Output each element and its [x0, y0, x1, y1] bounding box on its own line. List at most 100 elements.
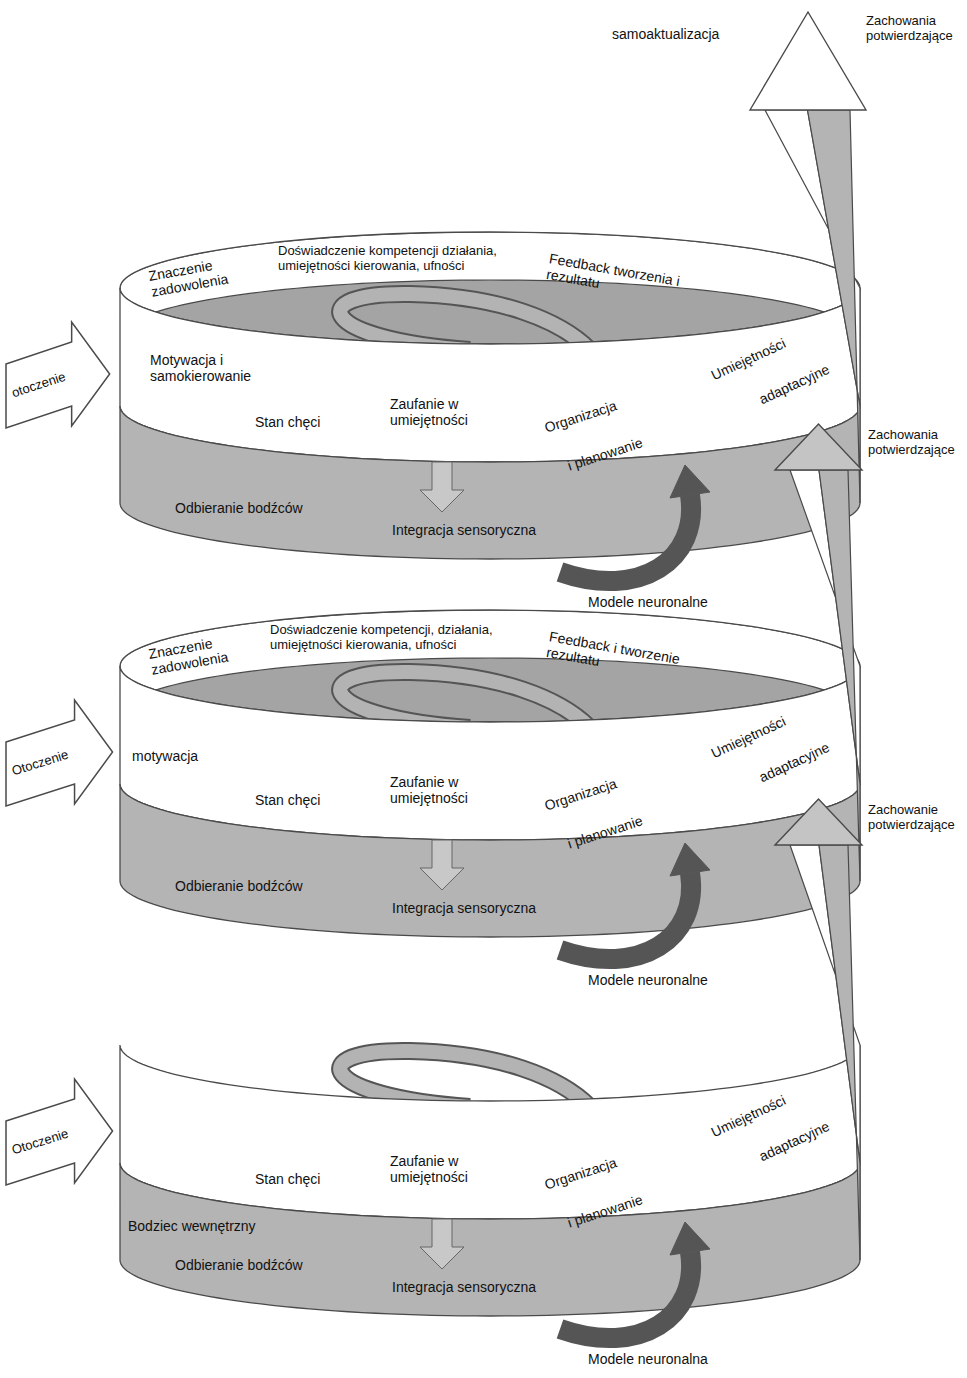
spiral-label: Stan chęci: [255, 792, 320, 808]
spiral-label: motywacja: [132, 748, 198, 764]
spiral-label: Umiejętności: [709, 1092, 788, 1140]
spiral-label: i planowanie: [566, 1191, 645, 1230]
spiral-label: Odbieranie bodźców: [175, 1257, 303, 1273]
label-text: motywacja: [132, 748, 198, 764]
ribbon-inner: [120, 232, 860, 344]
ribbon-front-lower: [120, 406, 860, 559]
environment-arrow-outline: [6, 1079, 113, 1185]
spiral-label: Feedback i tworzenie rezultatu: [545, 628, 698, 686]
label-text: Umiejętności: [709, 713, 788, 761]
label-text: Zaufanie w umiejętności: [390, 396, 468, 428]
spiral-label: Zaufanie w umiejętności: [390, 396, 520, 428]
spiral-label: i planowanie: [566, 812, 645, 851]
spiral-label: Odbieranie bodźców: [175, 878, 303, 894]
label-text: Doświadczenie kompetencji, działania, um…: [270, 622, 493, 652]
label-text: Zaufanie w umiejętności: [390, 1153, 468, 1185]
spiral-label: Znaczenie zadowolenia: [147, 251, 251, 300]
spiral-label: Bodziec wewnętrzny: [128, 1218, 256, 1234]
spiral-label: Modele neuronalne: [588, 594, 708, 610]
spiral-label: Zaufanie w umiejętności: [390, 1153, 520, 1185]
label-text: Odbieranie bodźców: [175, 1257, 303, 1273]
spiral-loop: [120, 610, 860, 959]
spiral-label: adaptacyjne: [757, 361, 832, 408]
label-text: Modele neuronalna: [588, 1351, 708, 1367]
label-text: Znaczenie zadowolenia: [147, 635, 229, 678]
spiral-label: Integracja sensoryczna: [392, 522, 536, 538]
spiral-label: Odbieranie bodźców: [175, 500, 303, 516]
up-arrow-head: [775, 424, 862, 470]
spiral-label: Umiejętności: [709, 335, 788, 383]
label-text: Bodziec wewnętrzny: [128, 1218, 256, 1234]
up-arrow-head: [750, 12, 866, 110]
spiral-label: Modele neuronalna: [588, 1351, 708, 1367]
label-text: Stan chęci: [255, 1171, 320, 1187]
label-text: i planowanie: [566, 812, 645, 851]
label-text: Zaufanie w umiejętności: [390, 774, 468, 806]
ribbon-front-lower: [120, 1163, 860, 1316]
front-arrows: [420, 462, 710, 581]
label-text: Znaczenie zadowolenia: [147, 257, 229, 300]
label-text: Umiejętności: [709, 335, 788, 383]
environment-arrow: Otoczenie: [4, 1075, 115, 1187]
spiral-label: Organizacja: [543, 1154, 619, 1192]
label-text: adaptacyjne: [757, 1118, 832, 1164]
label-text: Integracja sensoryczna: [392, 522, 536, 538]
rising-ribbon-lower: [819, 845, 860, 1260]
spiral-label: Zaufanie w umiejętności: [390, 774, 520, 806]
label-text: Umiejętności: [709, 1092, 788, 1140]
neural-arrow-body: [560, 873, 691, 959]
label-text: samoaktualizacja: [612, 26, 719, 42]
spiral-label: Integracja sensoryczna: [392, 1279, 536, 1295]
ribbon-front-lower: [120, 784, 860, 937]
label-text: Feedback i tworzenie rezultatu: [545, 628, 681, 669]
neural-arrow-head: [670, 843, 710, 876]
front-arrows: [420, 840, 710, 959]
label-text: Stan chęci: [255, 792, 320, 808]
ribbon-front-upper: [120, 288, 860, 462]
up-arrow-head: [775, 799, 862, 845]
ribbon-rim: [120, 232, 860, 344]
neural-arrow-head: [670, 465, 710, 498]
ribbon-front-upper: [120, 666, 860, 840]
label-text: Zachowania potwierdzające: [868, 427, 955, 457]
ribbon-rim: [120, 610, 860, 722]
label-text: Odbieranie bodźców: [175, 878, 303, 894]
spiral-label: samoaktualizacja: [612, 26, 719, 42]
label-text: Organizacja: [543, 1154, 619, 1192]
spiral-label: Zachowania potwierdzające: [866, 14, 966, 44]
label-text: Organizacja: [543, 775, 619, 813]
environment-arrow-outline: [6, 700, 113, 806]
spiral-label: Organizacja: [543, 397, 619, 435]
spiral-label: Umiejętności: [709, 713, 788, 761]
label-text: i planowanie: [566, 1191, 645, 1230]
spiral-label: Motywacja i samokierowanie: [150, 352, 300, 384]
label-text: adaptacyjne: [757, 739, 832, 785]
spiral-label: Zachowania potwierdzające: [868, 428, 967, 458]
spiral-label: Organizacja: [543, 775, 619, 813]
down-arrow: [420, 1219, 464, 1269]
rising-ribbon: [750, 12, 866, 503]
neural-arrow-body: [560, 495, 691, 581]
label-text: Zachowanie potwierdzające: [868, 802, 955, 832]
environment-arrow: Otoczenie: [4, 696, 115, 808]
rising-ribbon: [775, 424, 862, 881]
spiral-loop: [120, 232, 860, 581]
neural-arrow-head: [670, 1222, 710, 1255]
spiral-label: adaptacyjne: [757, 1118, 832, 1165]
spiral-label: Stan chęci: [255, 1171, 320, 1187]
environment-arrow-outline: [6, 322, 110, 428]
label-text: Doświadczenie kompetencji działania, umi…: [278, 243, 497, 273]
spiral-label: adaptacyjne: [757, 739, 832, 786]
spiral-label: Stan chęci: [255, 414, 320, 430]
label-text: adaptacyjne: [757, 361, 832, 407]
label-text: Motywacja i samokierowanie: [150, 352, 251, 384]
front-arrows: [420, 1219, 710, 1338]
spiral-label: i planowanie: [566, 434, 645, 473]
spiral-label: Feedback tworzenia i rezultatu: [545, 250, 684, 305]
label-text: Organizacja: [543, 397, 619, 435]
label-text: Odbieranie bodźców: [175, 500, 303, 516]
label-text: Feedback tworzenia i rezultatu: [545, 250, 681, 291]
label-text: Integracja sensoryczna: [392, 900, 536, 916]
